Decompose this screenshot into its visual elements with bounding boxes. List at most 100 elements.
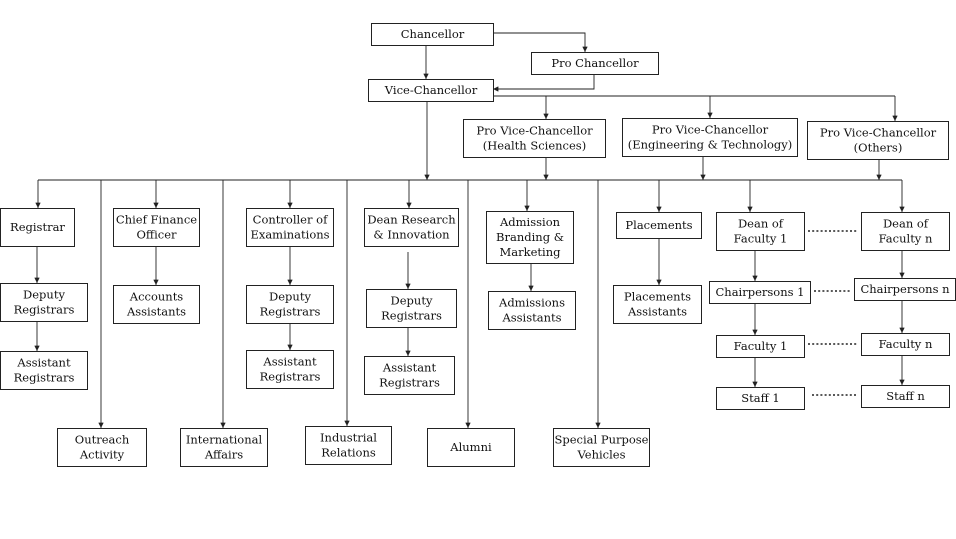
node-label: Pro Vice-Chancellor <box>652 123 769 137</box>
node-label: & Innovation <box>373 228 450 242</box>
node-box <box>113 285 200 324</box>
node-label: Dean of <box>738 217 784 231</box>
node-box <box>0 351 88 390</box>
connectors <box>34 32 905 428</box>
node-box <box>368 79 494 102</box>
node-box <box>616 212 702 239</box>
node-box <box>488 291 576 330</box>
node-staff-n: Staff n <box>861 385 950 408</box>
node-label: Alumni <box>449 440 492 454</box>
node-pvc-health: Pro Vice-Chancellor(Health Sciences) <box>463 119 606 158</box>
node-label: Registrars <box>379 376 440 390</box>
node-label: International <box>186 433 263 447</box>
node-label: Branding & <box>496 230 564 244</box>
node-staff-1: Staff 1 <box>716 387 805 410</box>
node-label: Registrars <box>14 371 75 385</box>
node-box <box>305 426 392 465</box>
node-label: Vehicles <box>577 448 626 462</box>
node-label: Assistant <box>16 356 71 370</box>
connector-2 <box>493 74 595 92</box>
node-dean-research: Dean Research& Innovation <box>364 208 459 247</box>
node-box <box>486 211 574 264</box>
node-label: Chancellor <box>401 27 465 41</box>
node-box <box>364 208 459 247</box>
node-label: Chairpersons 1 <box>715 285 804 299</box>
node-box <box>716 335 805 358</box>
node-vice-chancellor: Vice-Chancellor <box>368 79 494 102</box>
node-label: Pro Vice-Chancellor <box>820 126 937 140</box>
node-label: Faculty 1 <box>734 339 788 353</box>
node-box <box>180 428 268 467</box>
node-label: Controller of <box>253 213 328 227</box>
node-chairpersons-n: Chairpersons n <box>854 278 956 301</box>
node-label: Admissions <box>498 296 565 310</box>
node-box <box>861 385 950 408</box>
node-box <box>366 289 457 328</box>
node-box <box>716 212 805 251</box>
node-label: Examinations <box>250 228 329 242</box>
node-label: Registrars <box>260 370 321 384</box>
node-label: Admission <box>499 215 561 229</box>
node-box <box>0 283 88 322</box>
node-pvc-engineering: Pro Vice-Chancellor(Engineering & Techno… <box>622 118 798 157</box>
node-box <box>246 285 334 324</box>
node-label: Staff n <box>886 389 925 403</box>
node-faculty-n: Faculty n <box>861 333 950 356</box>
node-label: Staff 1 <box>741 391 780 405</box>
node-box <box>364 356 455 395</box>
node-label: Vice-Chancellor <box>384 83 478 97</box>
node-box <box>553 428 650 467</box>
node-label: Placements <box>625 218 692 232</box>
node-box <box>463 119 606 158</box>
node-label: Assistant <box>382 361 437 375</box>
node-label: Assistant <box>262 355 317 369</box>
node-label: Deputy <box>391 294 433 308</box>
node-box <box>861 212 950 251</box>
node-label: Faculty n <box>879 337 933 351</box>
node-label: Officer <box>136 228 177 242</box>
node-chairpersons-1: Chairpersons 1 <box>709 281 811 304</box>
node-box <box>427 428 515 467</box>
node-label: Registrars <box>14 303 75 317</box>
node-label: Dean Research <box>367 213 456 227</box>
node-label: Marketing <box>500 245 562 259</box>
node-pvc-others: Pro Vice-Chancellor(Others) <box>807 121 949 160</box>
node-label: Industrial <box>320 431 377 445</box>
node-label: Registrars <box>260 305 321 319</box>
node-label: Faculty n <box>879 232 933 246</box>
node-label: Registrar <box>10 220 65 234</box>
node-faculty-1: Faculty 1 <box>716 335 805 358</box>
node-label: Chairpersons n <box>860 282 950 296</box>
node-box <box>57 428 147 467</box>
node-label: Dean of <box>883 217 929 231</box>
node-alumni: Alumni <box>427 428 515 467</box>
node-box <box>622 118 798 157</box>
node-label: Affairs <box>204 448 243 462</box>
node-label: Relations <box>321 446 376 460</box>
node-box <box>807 121 949 160</box>
node-label: Chief Finance <box>116 213 197 227</box>
node-box <box>709 281 811 304</box>
node-pro-chancellor: Pro Chancellor <box>531 52 659 75</box>
node-label: Faculty 1 <box>734 232 788 246</box>
node-label: Deputy <box>269 290 311 304</box>
node-box <box>716 387 805 410</box>
